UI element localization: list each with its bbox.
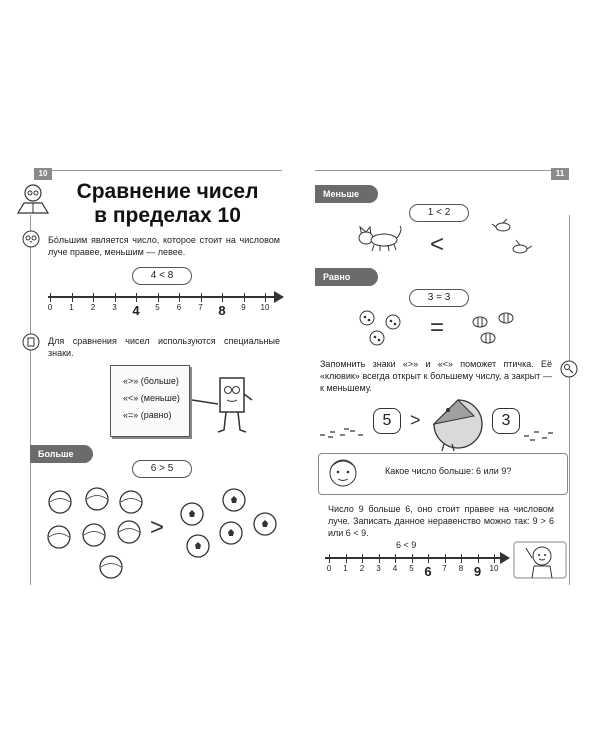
number-line-left-tick-mark [200,293,202,302]
number-line-left-tick-mark [93,293,94,302]
number-line-right-tick-label-4: 4 [392,564,398,573]
number-line-left-tick-label-2: 2 [90,303,96,312]
page-title-line1: Сравнение чисел [76,180,259,203]
basketballs-group-icon [47,487,143,579]
cat-icon [358,225,402,252]
number-line-right-tick-label-10: 10 [489,564,499,573]
number-line-left-tick-mark [179,293,180,302]
section-greater-label: Больше [30,445,93,463]
book-character-icon [191,377,253,433]
left-top-rule [52,170,282,171]
number-line-left-tick-mark [243,293,245,302]
number-line-right-tick-mark [428,554,429,563]
number-line-left-tick-mark [136,293,137,302]
sign-equal: «=» (равно) [123,410,172,420]
number-line-left-tick-mark [71,293,73,302]
section-less-label: Меньше [315,185,378,203]
number-line-left-tick-mark [222,293,223,302]
question-frame [318,453,568,495]
left-page-number-bar [34,168,52,180]
number-line-left-tick-mark [114,293,116,302]
number-line-right-tick-mark [329,554,330,563]
right-top-rule [315,170,551,171]
sign-greater: «>» (больше) [123,376,179,386]
answer-text: Число 9 больше 6, оно стоит правее на чи… [328,504,554,538]
seeds-left-icon [320,428,363,438]
right-margin-line [569,215,570,585]
bird-icon [432,399,483,452]
signs-board: «>» (больше) «<» (меньше) «=» (равно) [110,365,190,437]
number-line-right-tick-label-0: 0 [326,564,332,573]
number-line-right-tick-label-9: 9 [473,564,482,579]
bird-beak-sign: > [410,410,421,430]
number-line-right-tick-mark [345,554,347,563]
number-line-left-tick-label-10: 10 [260,303,270,312]
birds-icon [492,218,533,254]
bees-icon [472,312,514,344]
number-line-right-tick-mark [378,554,380,563]
number-line-left-tick-label-3: 3 [112,303,117,312]
intro-text: Бо́льшим является число, которое стоит н… [48,235,280,257]
number-line-right-tick-label-7: 7 [442,564,447,573]
number-line-left-tick-mark [157,293,159,302]
girl-waving-icon [513,541,567,579]
girl-face-icon [329,459,357,487]
number-line-arrow-right-icon [500,552,510,564]
number-line-right-tick-mark [461,554,462,563]
number-line-right-tick-label-5: 5 [409,564,414,573]
sign-less: «<» (меньше) [123,393,180,403]
number-line-right-tick-mark [477,554,479,563]
question-text: Какое число больше: 6 или 9? [385,466,512,476]
owl-icon [22,230,40,248]
number-line-left-tick-mark [265,293,266,302]
signs-text: Для сравнения чисел используются специал… [48,336,280,358]
number-line-right-tick-label-8: 8 [458,564,464,573]
number-line-left-tick-mark [50,293,51,302]
number-line-left-tick-label-7: 7 [198,303,203,312]
number-line-right-tick-label-2: 2 [359,564,365,573]
ladybugs-icon [359,310,401,346]
bird-text: Запомнить знаки «>» и «<» поможет птичка… [320,359,552,393]
example-1-less-2: 1 < 2 [409,204,469,222]
number-line-right-tick-mark [411,554,413,563]
page-title-line2: в пределах 10 [94,204,241,227]
number-line-left-tick-label-4: 4 [132,303,140,318]
number-line-left-tick-label-0: 0 [47,303,53,312]
number-line-right-tick-label-3: 3 [376,564,381,573]
number-line-right-tick-label-6: 6 [424,564,432,579]
seeds-right-icon [524,431,553,441]
answer-example: 6 < 9 [396,540,417,550]
number-line-left-tick-label-6: 6 [176,303,182,312]
number-box-5: 5 [373,408,401,434]
number-line-axis-right [325,557,503,559]
soccer-balls-group-icon [180,488,277,558]
number-line-axis [48,296,278,298]
number-line-right-tick-mark [494,554,495,563]
number-line-right-tick-label-1: 1 [343,564,348,573]
girl-reading-icon [16,184,50,214]
key-icon [560,360,578,378]
number-line-arrow-icon [274,291,284,303]
section-equal-label: Равно [315,268,378,286]
equal-symbol: = [430,314,445,341]
left-margin-line [30,215,31,585]
left-page-number: 10 [38,169,48,178]
right-page-number: 11 [555,169,565,178]
greater-symbol: > [150,514,165,541]
number-line-left-tick-label-1: 1 [69,303,74,312]
notebook-icon [22,333,40,351]
number-line-right-tick-mark [362,554,363,563]
number-line-right-tick-mark [444,554,446,563]
number-box-3: 3 [492,408,520,434]
number-line-left-tick-label-5: 5 [155,303,160,312]
example-4-less-8: 4 < 8 [132,267,192,285]
right-page-number-bar [551,168,569,180]
example-6-greater-5: 6 > 5 [132,460,192,478]
number-line-left-tick-label-9: 9 [241,303,246,312]
number-line-right-tick-mark [395,554,396,563]
less-symbol: < [430,231,445,258]
number-line-left-tick-label-8: 8 [218,303,226,318]
example-3-equal-3: 3 = 3 [409,289,469,307]
